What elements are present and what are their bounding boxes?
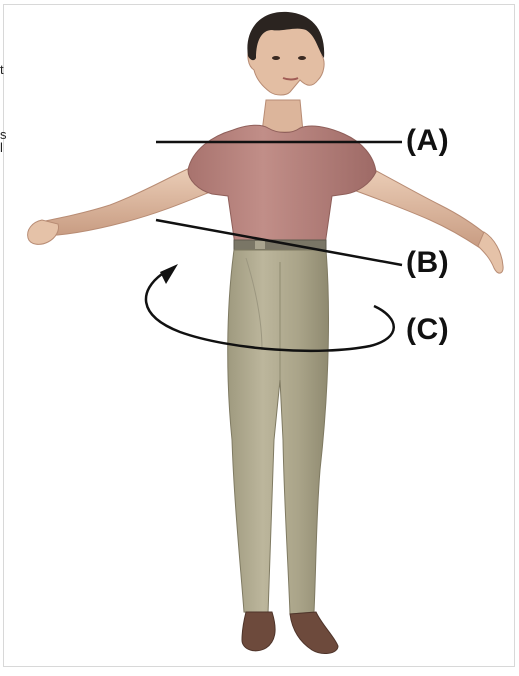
head xyxy=(247,12,324,95)
left-arm xyxy=(28,160,215,244)
right-shoe xyxy=(290,612,338,653)
pants xyxy=(228,250,329,614)
cropped-edge-text: t xyxy=(0,62,4,77)
label-b: (B) xyxy=(406,246,449,280)
label-a: (A) xyxy=(406,124,449,158)
left-shoe xyxy=(242,612,275,651)
label-c: (C) xyxy=(406,313,449,347)
belt-loop xyxy=(255,241,265,249)
cropped-edge-text: s l xyxy=(0,128,7,154)
neck xyxy=(262,100,303,132)
